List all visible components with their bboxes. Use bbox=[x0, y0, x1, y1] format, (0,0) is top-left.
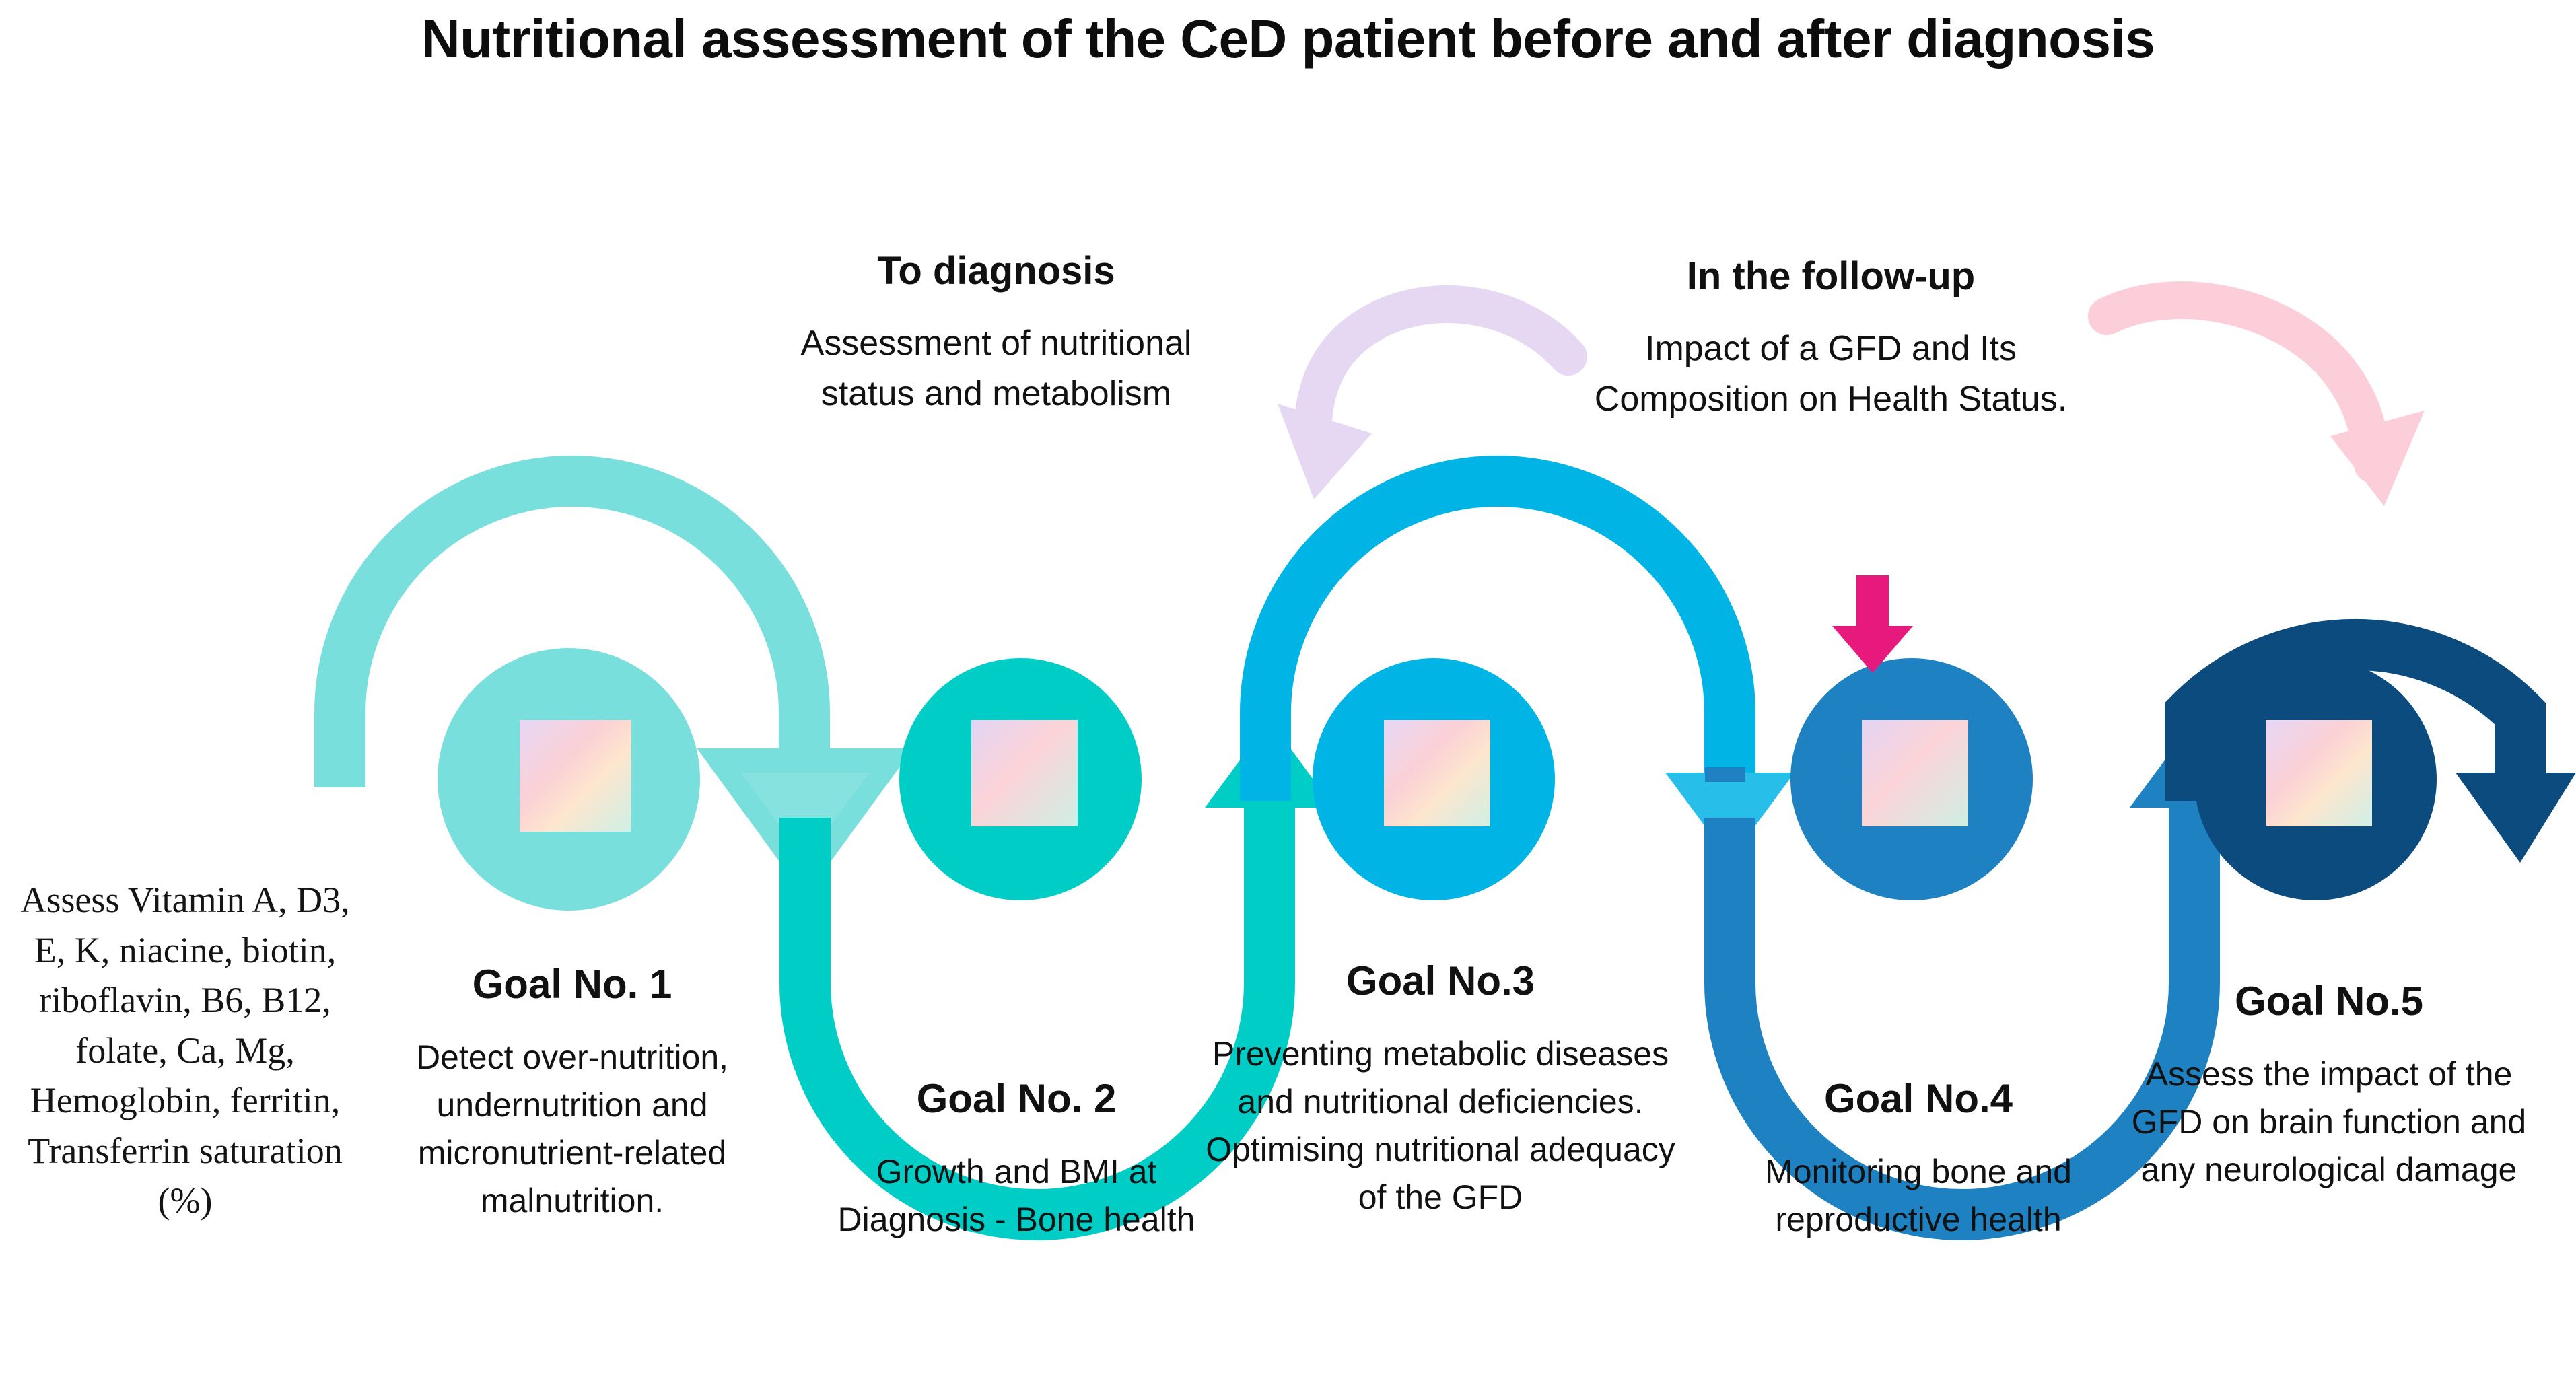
gradient-square-icon bbox=[1384, 720, 1490, 826]
goal-1-title: Goal No. 1 bbox=[472, 962, 672, 1007]
node-circle-goal-5[interactable] bbox=[2194, 658, 2437, 900]
phase-follow-up: In the follow-up Impact of a GFD and Its… bbox=[1562, 254, 2100, 425]
node-circle-goal-3[interactable] bbox=[1313, 658, 1555, 900]
goal-3-description: Preventing metabolic diseases and nutrit… bbox=[1206, 1035, 1675, 1216]
pink-curved-arrow-icon bbox=[2088, 281, 2425, 506]
goal-3-title: Goal No.3 bbox=[1346, 958, 1535, 1003]
wave-segment-1 bbox=[314, 456, 913, 897]
wave-segment-3 bbox=[1240, 456, 1795, 860]
goal-5-title: Goal No.5 bbox=[2234, 978, 2424, 1024]
goal-block-3: Goal No.3 Preventing metabolic diseases … bbox=[1205, 959, 1676, 1221]
magenta-down-arrow-icon bbox=[1832, 575, 1913, 673]
goal-block-5: Goal No.5 Assess the impact of the GFD o… bbox=[2107, 979, 2551, 1194]
goal-5-description: Assess the impact of the GFD on brain fu… bbox=[2131, 1055, 2527, 1188]
wave-segment-5 bbox=[2165, 618, 2576, 863]
lavender-curved-arrow-icon bbox=[1278, 285, 1587, 499]
gradient-square-icon bbox=[971, 720, 1078, 826]
node-circle-goal-4[interactable] bbox=[1790, 658, 2033, 900]
page-title: Nutritional assessment of the CeD patien… bbox=[421, 9, 2155, 69]
goal-block-4: Goal No.4 Monitoring bone and reproducti… bbox=[1703, 1077, 2134, 1244]
gradient-square-icon bbox=[520, 720, 631, 832]
node-circle-goal-2[interactable] bbox=[899, 658, 1142, 900]
phase-to-diagnosis: To diagnosis Assessment of nutritional s… bbox=[754, 249, 1239, 419]
gradient-square-icon bbox=[1862, 720, 1968, 826]
gradient-square-icon bbox=[2266, 720, 2372, 826]
goal-block-1: Goal No. 1 Detect over-nutrition, undern… bbox=[350, 962, 794, 1225]
connector-dash bbox=[1705, 767, 1745, 782]
goal-4-title: Goal No.4 bbox=[1823, 1076, 2013, 1121]
node-circle-goal-1[interactable] bbox=[438, 648, 700, 911]
goal-2-description: Growth and BMI at Diagnosis - Bone healt… bbox=[837, 1153, 1195, 1238]
goal-block-2: Goal No. 2 Growth and BMI at Diagnosis -… bbox=[801, 1077, 1232, 1244]
phase-to-diagnosis-description: Assessment of nutritional status and met… bbox=[800, 323, 1192, 414]
phase-to-diagnosis-title: To diagnosis bbox=[877, 249, 1115, 293]
goal-4-description: Monitoring bone and reproductive health bbox=[1765, 1153, 2072, 1238]
goal-1-description: Detect over-nutrition, undernutrition an… bbox=[415, 1038, 729, 1219]
phase-follow-up-title: In the follow-up bbox=[1686, 254, 1976, 298]
goal-2-title: Goal No. 2 bbox=[916, 1076, 1117, 1121]
phase-follow-up-description: Impact of a GFD and Its Composition on H… bbox=[1594, 328, 2068, 419]
nutrient-panel-note: Assess Vitamin A, D3, E, K, niacine, bio… bbox=[20, 880, 350, 1221]
